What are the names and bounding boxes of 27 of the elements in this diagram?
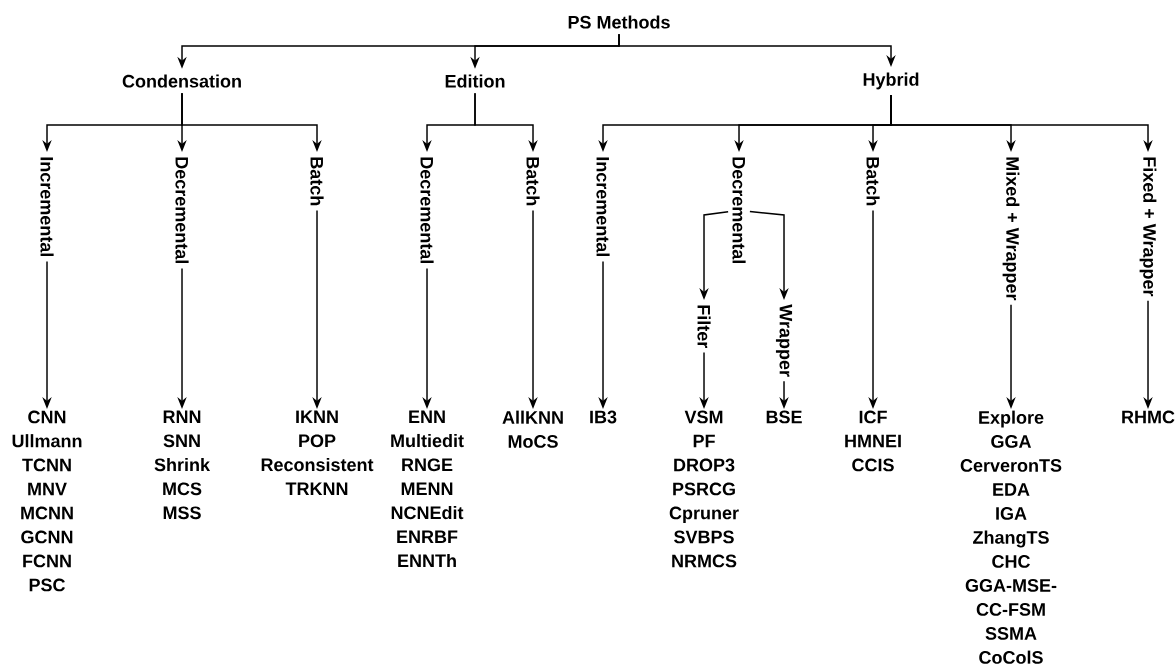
method-list: BSE [766,410,802,424]
branch-label: Mixed + Wrapper [1002,157,1020,301]
branch-label: Decremental [420,157,434,264]
method-list: RHMC [1122,410,1175,424]
method-list: IKNN POP Reconsistent TRKNN [261,410,374,495]
root-label: PS Methods [568,15,670,29]
category-label: Edition [445,74,505,88]
branch-label: Decremental [732,157,746,264]
method-list: RNN SNN Shrink MCS MSS [154,410,211,520]
method-list: IB3 [590,410,617,424]
branch-label: Incremental [40,157,54,257]
branch-label: Decremental [175,157,189,264]
category-label: Condensation [122,74,241,88]
branch-label: Batch [526,157,540,206]
branch-label: Fixed + Wrapper [1139,157,1157,297]
method-list: ENN Multiedit RNGE MENN NCNEdit ENRBF ENNTh [391,410,464,567]
category-label: Hybrid [863,72,919,90]
method-list: CNN Ullmann TCNN MNV MCNN GCNN FCNN PSC [12,410,82,592]
method-list: Explore GGA CerveronTS EDA IGA ZhangTS CHC GGA-MSE-CC-FSM SSMA CoColS [960,410,1062,664]
branch-label: Batch [866,157,880,206]
branch-label: Incremental [596,157,610,257]
branch-label: Filter [697,305,711,348]
method-list: AllKNN MoCS [502,410,563,448]
method-list: ICF HMNEI CCIS [845,410,901,472]
method-list: VSM PF DROP3 PSRCG Cpruner SVBPS NRMCS [669,410,739,568]
branch-label: Batch [310,157,324,206]
branch-label: Wrapper [775,304,793,377]
